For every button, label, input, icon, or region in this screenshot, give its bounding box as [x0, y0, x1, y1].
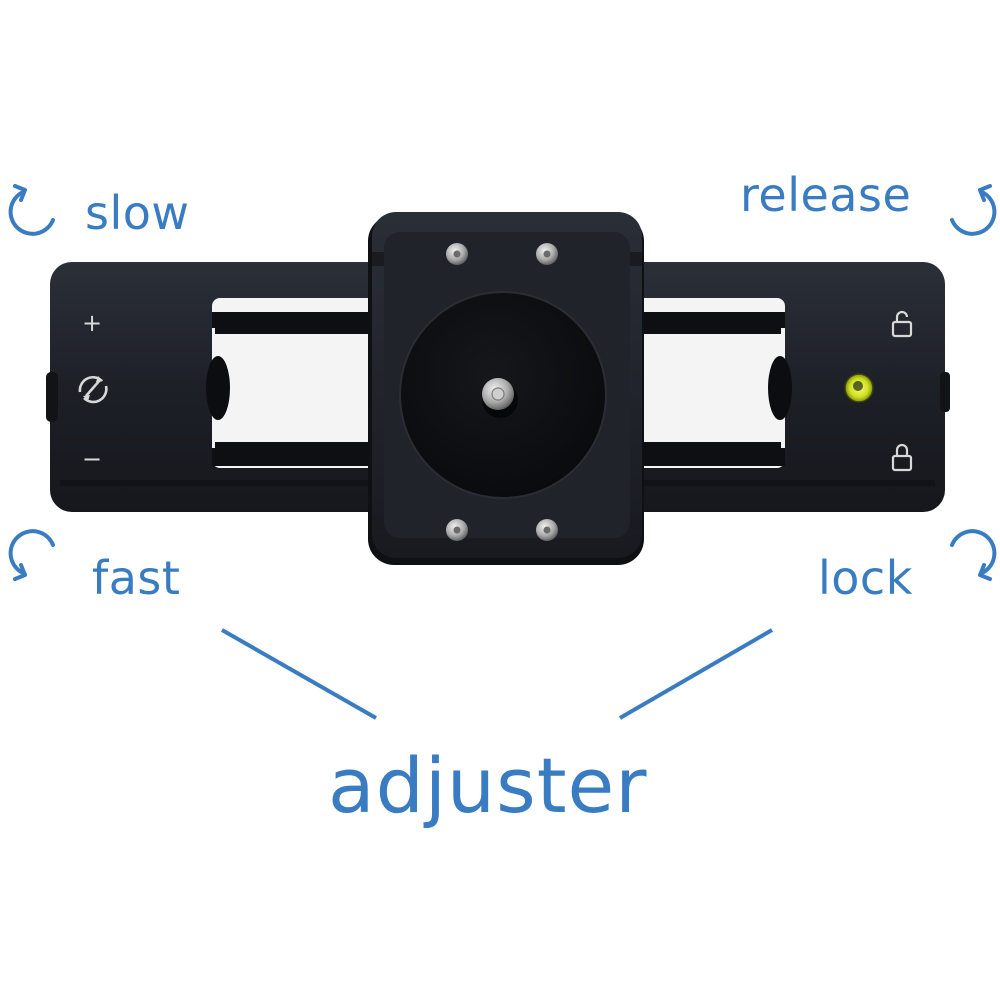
pulley-left: [206, 356, 230, 420]
lock-label: lock: [818, 551, 913, 605]
adjuster-label: adjuster: [328, 741, 648, 830]
counterclockwise-arrow-icon: [5, 180, 65, 240]
right-end-cap: [940, 372, 950, 412]
counterclockwise-arrow-icon-lock: [940, 525, 1000, 585]
pointer-line-right: [618, 628, 774, 720]
pulley-right: [768, 356, 792, 420]
pointer-line-left: [221, 628, 377, 720]
plus-marking: +: [82, 309, 102, 337]
bubble-level-bubble: [853, 381, 863, 391]
unlock-padlock-icon: [891, 310, 913, 338]
left-end-cap: [46, 372, 58, 422]
minus-marking: −: [82, 445, 102, 473]
rotate-knob-icon: [78, 376, 108, 404]
plate-screws: [446, 243, 558, 541]
plate-notch-bl: [372, 516, 384, 530]
fast-label: fast: [92, 551, 181, 605]
plate-notch-br: [630, 516, 642, 530]
center-screw-thread: [491, 387, 505, 401]
plate-notch-tr: [630, 252, 642, 266]
clockwise-arrow-icon-fast: [5, 525, 65, 585]
plate-notch-tl: [372, 252, 384, 266]
locked-padlock-icon: [891, 443, 913, 472]
slow-label: slow: [85, 186, 190, 240]
clockwise-arrow-icon: [940, 180, 1000, 240]
mounting-disc-rim: [399, 291, 607, 499]
release-label: release: [740, 168, 912, 222]
